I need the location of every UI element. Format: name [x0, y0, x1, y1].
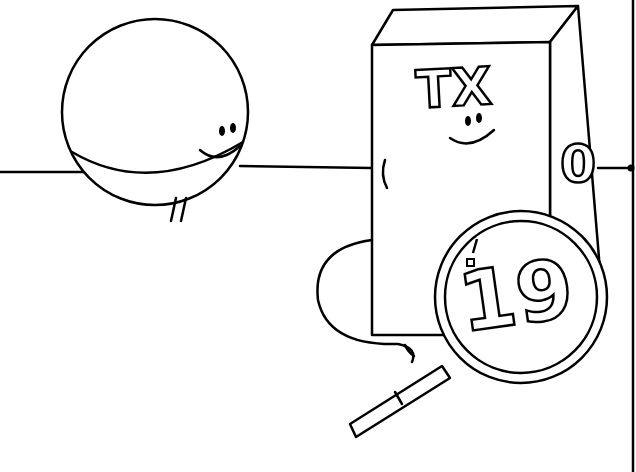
edge-line: [632, 0, 635, 472]
node-text: 19: [454, 247, 578, 344]
node-text: 0: [560, 138, 596, 190]
box-mark: [383, 160, 387, 188]
box-eye: [476, 113, 482, 123]
node-text: TX: [415, 60, 493, 116]
box-smile: [450, 130, 494, 143]
box-top: [372, 6, 578, 45]
magnifier-lens: 19: [433, 209, 609, 385]
tail-curl: [317, 240, 413, 362]
ball-legs: [171, 198, 186, 221]
ball-eye: [230, 123, 236, 133]
ball-band: [72, 142, 243, 173]
ball-body: [62, 19, 248, 205]
wire: [0, 171, 84, 174]
ball-eye: [219, 126, 225, 136]
box-eye: [465, 116, 471, 126]
handle-mark: [395, 345, 414, 404]
wire: [598, 167, 630, 170]
lens-glint: [473, 239, 477, 253]
ball-smile: [200, 146, 240, 157]
wire-dot: [628, 165, 635, 172]
wire: [240, 166, 372, 168]
lens-rim: [435, 211, 607, 383]
lens-glass: [445, 221, 597, 373]
